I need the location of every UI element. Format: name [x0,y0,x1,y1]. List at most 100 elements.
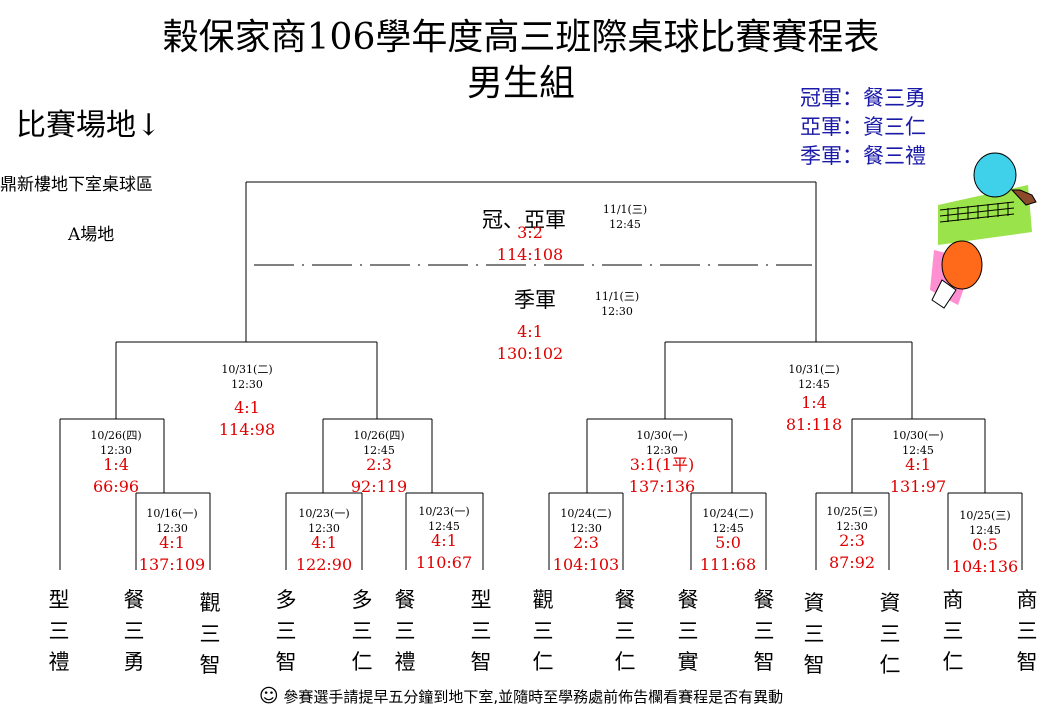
match-time: 12:30 [100,444,132,457]
third-place-date: 11/1(三) 12:30 [590,289,644,319]
match-r3: 10/23(一) 12:45 4:1 110:67 [404,504,484,574]
match-date: 10/23(一) [418,505,470,518]
match-point-score: 66:96 [92,477,140,496]
match-point-score: 104:103 [552,555,620,574]
match-r7: 10/25(三) 12:45 0:5 104:136 [945,508,1025,578]
match-point-score: 131:97 [889,477,947,496]
team-label: 型三禮 [48,588,70,674]
team-label: 多三智 [275,588,297,674]
final-set-score: 3:2 [517,223,543,242]
match-set-score: 1:4 [103,455,129,474]
footer-note: ☺ 參賽選手請提早五分鐘到地下室,並隨時至學務處前佈告欄看賽程是否有異動 [0,685,1042,707]
match-point-score: 92:119 [350,477,408,496]
match-set-score: 0:5 [972,535,998,554]
page-title: 榖保家商106學年度高三班際桌球比賽賽程表 [162,17,880,58]
match-time: 12:30 [308,522,340,535]
match-point-score: 137:109 [138,555,206,574]
match-set-score: 3:1(1平) [629,455,695,474]
match-date: 10/30(一) [636,429,688,442]
match-set-score: 4:1 [431,531,457,550]
match-date: 10/26(四) [353,429,405,442]
match-time: 12:30 [231,378,263,391]
team-label: 型三智 [470,588,492,674]
match-date: 10/31(二) [788,363,840,376]
match-set-score: 5:0 [715,533,741,552]
match-time: 12:30 [836,520,868,533]
third-place-date-day: 11/1(三) [594,290,640,303]
team-label: 餐三實 [677,588,699,674]
smiley-icon: ☺ [258,685,279,707]
match-date: 10/31(二) [221,363,273,376]
match-point-score: 111:68 [699,555,757,574]
match-time: 12:45 [902,444,934,457]
match-time: 12:30 [570,522,602,535]
third-place-result: 季軍：餐三禮 [800,144,926,168]
match-set-score: 4:1 [905,455,931,474]
team-label: 餐三勇 [123,588,145,674]
match-set-score: 2:3 [839,531,865,550]
match-date: 10/26(四) [90,429,142,442]
match-q1: 10/26(四) 12:30 1:4 66:96 [74,428,158,498]
match-point-score: 87:92 [828,553,876,572]
third-place-point-score: 130:102 [496,344,564,363]
match-r4: 10/24(二) 12:30 2:3 104:103 [546,506,626,576]
match-time: 12:45 [969,524,1001,537]
third-place-score: 4:1 130:102 [490,321,570,365]
venue-heading: 比賽場地↓ [16,108,162,143]
final-date-day: 11/1(三) [602,203,648,216]
third-place-set-score: 4:1 [517,322,543,341]
team-label: 商三仁 [942,588,964,674]
match-q2: 10/26(四) 12:45 2:3 92:119 [337,428,421,498]
runner-up-result: 亞軍：資三仁 [800,115,926,139]
match-date: 10/24(二) [560,507,612,520]
final-date: 11/1(三) 12:45 [598,202,652,232]
match-point-score: 110:67 [415,553,473,572]
match-q3: 10/30(一) 12:30 3:1(1平) 137:136 [612,428,712,498]
match-date: 10/30(一) [892,429,944,442]
team-label: 觀三智 [199,591,221,677]
final-label: 冠、亞軍 [482,208,566,232]
match-time: 12:45 [712,522,744,535]
match-date: 10/24(二) [702,507,754,520]
team-label: 觀三仁 [532,588,554,674]
match-point-score: 114:98 [218,420,276,439]
page-subtitle: 男生組 [466,63,575,104]
match-date: 10/25(三) [959,509,1011,522]
match-date: 10/16(一) [146,507,198,520]
match-point-score: 122:90 [295,555,353,574]
match-point-score: 137:136 [628,477,696,496]
match-semi-right: 10/31(二) 12:45 1:4 81:118 [772,362,856,436]
match-r2: 10/23(一) 12:30 4:1 122:90 [284,506,364,576]
team-label: 資三智 [803,591,825,677]
team-label: 多三仁 [351,588,373,674]
match-set-score: 4:1 [159,533,185,552]
final-date-time: 12:45 [609,218,641,231]
match-time: 12:30 [156,522,188,535]
match-set-score: 2:3 [573,533,599,552]
venue-court: A場地 [68,225,115,245]
match-semi-left: 10/31(二) 12:30 4:1 114:98 [205,362,289,441]
match-set-score: 2:3 [366,455,392,474]
match-date: 10/23(一) [298,507,350,520]
match-point-score: 81:118 [785,415,843,434]
third-place-label: 季軍 [514,288,556,312]
match-time: 12:45 [798,378,830,391]
match-q4: 10/30(一) 12:45 4:1 131:97 [876,428,960,498]
final-score: 3:2 114:108 [490,222,570,266]
venue-place: 鼎新樓地下室桌球區 [0,175,153,195]
match-date: 10/25(三) [826,505,878,518]
match-point-score: 104:136 [951,557,1019,576]
footer-text: 參賽選手請提早五分鐘到地下室,並隨時至學務處前佈告欄看賽程是否有異動 [283,688,784,706]
ping-pong-clipart-icon [930,152,1037,309]
match-set-score: 4:1 [311,533,337,552]
team-label: 資三仁 [879,591,901,677]
team-label: 餐三禮 [394,588,416,674]
match-time: 12:30 [646,444,678,457]
match-time: 12:45 [363,444,395,457]
match-r1: 10/16(一) 12:30 4:1 137:109 [132,506,212,576]
match-set-score: 1:4 [801,393,827,412]
champion-result: 冠軍：餐三勇 [800,86,926,110]
third-place-date-time: 12:30 [601,305,633,318]
match-time: 12:45 [428,520,460,533]
match-set-score: 4:1 [234,398,260,417]
